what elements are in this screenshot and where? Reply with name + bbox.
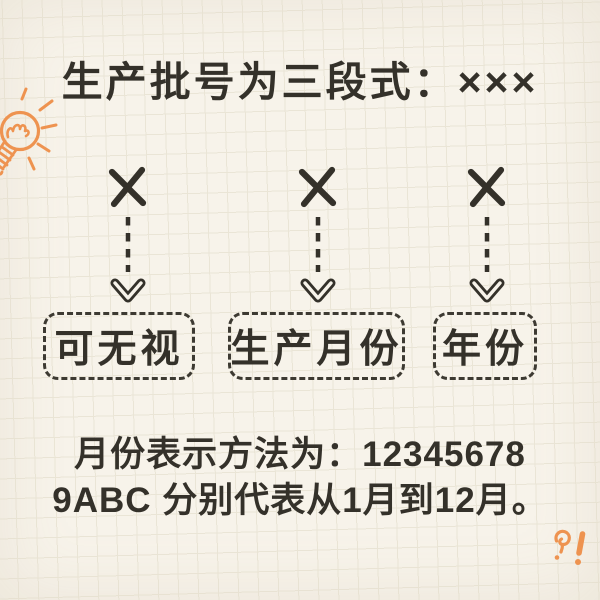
dashed-down-arrow-icon [300,217,336,303]
label-box-year: 年份 [433,312,537,380]
question-mark-curl [554,529,571,547]
exclamation-dot [575,559,581,565]
question-mark-dot [554,555,560,560]
x-mark-icon [298,166,337,208]
lightbulb-filament [6,123,30,139]
lightbulb-base [0,139,18,176]
note-line-1: 月份表示方法为：12345678 [74,435,526,474]
segment-column-3 [457,164,517,308]
box-label: 年份 [441,328,528,371]
lightbulb-rays [20,87,58,171]
segment-column-2 [288,164,348,308]
dashed-down-arrow-icon [469,217,505,303]
label-box-production-month: 生产月份 [228,312,405,380]
question-mark-stem [559,543,565,554]
question-exclamation-icon [554,529,586,565]
box-label: 可无视 [54,328,184,371]
x-mark-icon [467,166,506,208]
note-text: 月份表示方法为：12345678 9ABC 分别代表从1月到12月。 [0,432,600,524]
exclamation-stroke [576,531,586,556]
page-title: 生产批号为三段式：××× [61,59,539,105]
box-label: 生产月份 [230,328,403,371]
segment-column-1 [98,164,158,308]
note-line-2: 9ABC 分别代表从1月到12月。 [52,481,548,520]
lightbulb-icon [0,87,58,176]
dashed-down-arrow-icon [110,217,146,303]
lightbulb-glass [0,110,41,152]
label-box-ignore: 可无视 [43,312,195,380]
x-mark-icon [108,166,147,208]
